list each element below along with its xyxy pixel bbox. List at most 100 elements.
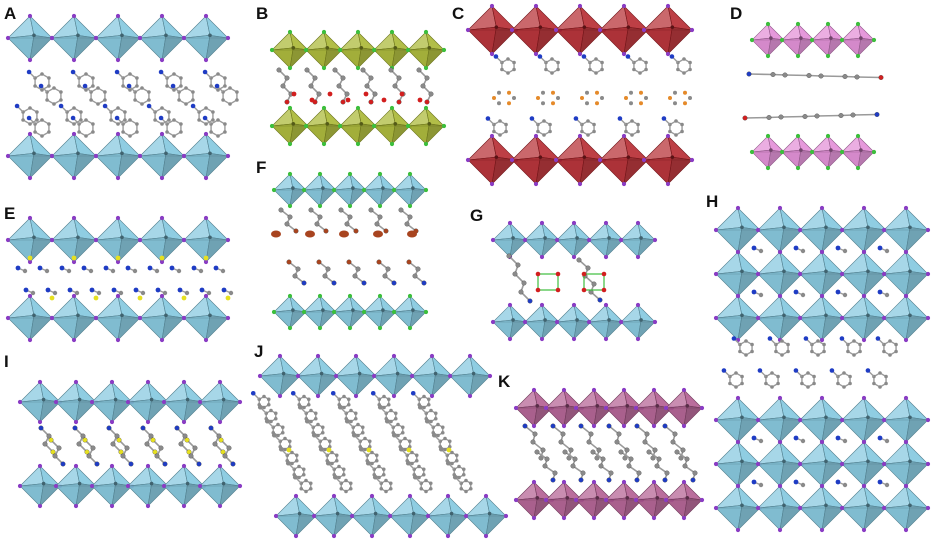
octahedron [425,493,471,539]
bromine-atom [305,230,315,238]
aromatic-cation [405,460,426,480]
aromatic-cation [271,432,292,452]
aromatic-cation [875,336,898,357]
aromatic-cation [452,474,473,494]
organic-cation [338,207,359,234]
octahedron [597,133,651,187]
aromatic-cation [625,54,648,75]
octahedron [391,171,429,209]
aromatic-cation [14,103,39,126]
octahedron [49,13,99,63]
organic-cation [316,259,337,286]
aromatic-cation [82,83,107,106]
octahedron [93,13,143,63]
panel-e [5,215,234,343]
octahedron [405,29,447,71]
octahedron [755,483,805,533]
sulfur-atom [225,295,231,301]
octahedron [361,171,399,209]
octahedron [490,220,530,260]
aromatic-cation [493,54,516,75]
aromatic-cation [581,54,604,75]
sulfur-atom [93,295,99,301]
octahedron [839,293,889,343]
octahedron [779,21,817,59]
small-cation [835,435,848,444]
panel-h [713,205,931,533]
organic-cation [606,423,630,461]
sulfur-atom [115,255,121,261]
organic-cation [674,449,698,483]
aromatic-cation [318,446,339,466]
octahedron [553,133,607,187]
octahedron [755,249,805,299]
fluoroaromatic [492,90,516,106]
octahedron [181,293,231,343]
organic-cation [116,437,134,467]
octahedron [490,302,530,342]
octahedron [5,293,55,343]
aromatic-cation [617,116,640,137]
octahedron [881,395,931,445]
halide-cluster [583,273,605,291]
aromatic-cation [372,474,393,494]
panel-label-d: D [730,4,743,23]
octahedron [597,3,651,57]
fluoroaromatic [668,90,692,106]
octahedron [49,131,99,181]
organic-cation [506,253,533,304]
octahedron [17,379,63,425]
octahedron [641,3,695,57]
aromatic-cation [731,336,754,357]
panel-label-b: B [256,4,269,23]
organic-cation [304,67,322,105]
octahedron [181,13,231,63]
octahedron [881,439,931,489]
octahedron [881,249,931,299]
small-cation [155,287,168,296]
oxygen-atom [417,97,423,103]
octahedron [5,131,55,181]
organic-cation [368,207,389,234]
octahedron [663,479,705,521]
small-cation [751,289,764,298]
octahedron [618,302,658,342]
sulfur-atom [181,295,187,301]
octahedron [181,131,231,181]
octahedron [509,133,563,187]
organic-cation [742,112,880,121]
aromatic-cation [70,69,95,92]
octahedron [881,483,931,533]
octahedron [197,463,243,509]
organic-cation [618,449,642,483]
octahedron [295,353,341,399]
organic-cation [308,207,329,234]
octahedron [333,353,379,399]
octahedron [125,379,171,425]
fluoroaromatic [536,90,560,106]
organic-cation [590,449,614,483]
small-cation [835,479,848,488]
octahedron [713,205,763,255]
panel-g [490,220,658,342]
aromatic-cation [351,432,372,452]
aromatic-cation [146,103,171,126]
octahedron [301,171,339,209]
panel-f [271,171,429,331]
aromatic-cation [304,418,325,438]
octahedron [881,205,931,255]
octahedron [53,379,99,425]
aromatic-cation [297,404,318,424]
octahedron [463,493,509,539]
aromatic-cation [257,404,278,424]
oxygen-atom [345,97,351,103]
octahedron [755,205,805,255]
small-cation [221,287,234,296]
aromatic-cation [214,83,239,106]
octahedron [713,483,763,533]
small-cation [169,265,182,274]
small-cation [23,287,36,296]
octahedron [125,463,171,509]
octahedron [633,479,675,521]
